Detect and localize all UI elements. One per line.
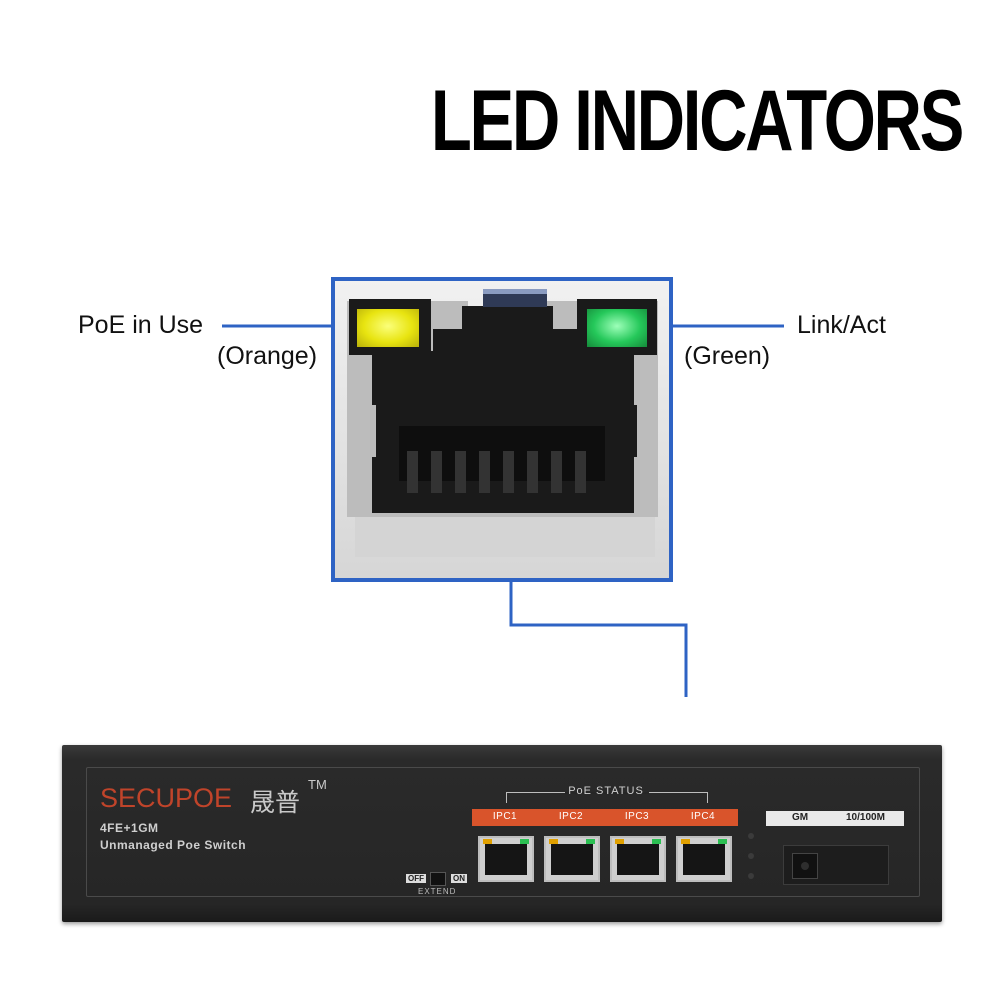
rj45-zoom-frame [331,277,673,582]
link-led-port-4 [718,839,727,844]
poe-status-bracket [506,792,708,803]
model-name: 4FE+1GM [100,821,159,835]
link-color-label: (Green) [684,342,771,370]
ethernet-port-4[interactable] [676,836,732,882]
link-led-port-1 [520,839,529,844]
ethernet-port-2[interactable] [544,836,600,882]
uplink-port-socket [792,853,818,879]
brand-logo: SECUPOE [100,783,233,813]
brand-logo-chinese: 晟普 [250,788,301,817]
link-act-label: Link/Act [797,311,886,339]
model-description: Unmanaged Poe Switch [100,838,247,852]
poe-led-port-1 [483,839,492,844]
rj45-contact-pins [407,451,586,493]
poe-in-use-label: PoE in Use [78,311,204,339]
speed-label: 10/100M [846,812,885,823]
port-socket [683,844,725,875]
port-label-ipc2: IPC2 [558,811,584,822]
status-led-2 [748,853,754,859]
link-green-led [587,309,647,347]
headline: LED INDICATORS [430,73,965,169]
port-socket [551,844,593,875]
port-socket [485,844,527,875]
port-socket [617,844,659,875]
extend-on-label: ON [451,874,467,883]
extend-off-label: OFF [406,874,426,883]
status-led-1 [748,833,754,839]
poe-led-port-2 [549,839,558,844]
poe-color-label: (Orange) [217,342,318,370]
gm-label: GM [792,812,809,823]
switch-panel-inset [86,767,920,897]
poe-switch-front-panel: SECUPOE 晟普 TM 4FE+1GM Unmanaged Poe Swit… [62,745,942,922]
ethernet-port-1[interactable] [478,836,534,882]
link-led-port-3 [652,839,661,844]
uplink-label-bar [766,811,904,826]
link-led-port-2 [586,839,595,844]
ipc-label-bar [472,809,738,826]
status-led-3 [748,873,754,879]
poe-orange-led [357,309,419,347]
poe-led-port-4 [681,839,690,844]
extend-switch[interactable] [430,872,446,886]
port-label-ipc4: IPC4 [690,811,716,822]
port-label-ipc3: IPC3 [624,811,650,822]
ethernet-port-3[interactable] [610,836,666,882]
rj45-contact-block [399,426,605,481]
port-label-ipc1: IPC1 [492,811,518,822]
trademark-mark: TM [308,777,327,792]
extend-label: EXTEND [418,887,457,896]
poe-status-label: PoE STATUS [568,785,644,797]
poe-led-port-3 [615,839,624,844]
uplink-port[interactable] [783,845,889,885]
zoom-connector-line [509,582,688,697]
